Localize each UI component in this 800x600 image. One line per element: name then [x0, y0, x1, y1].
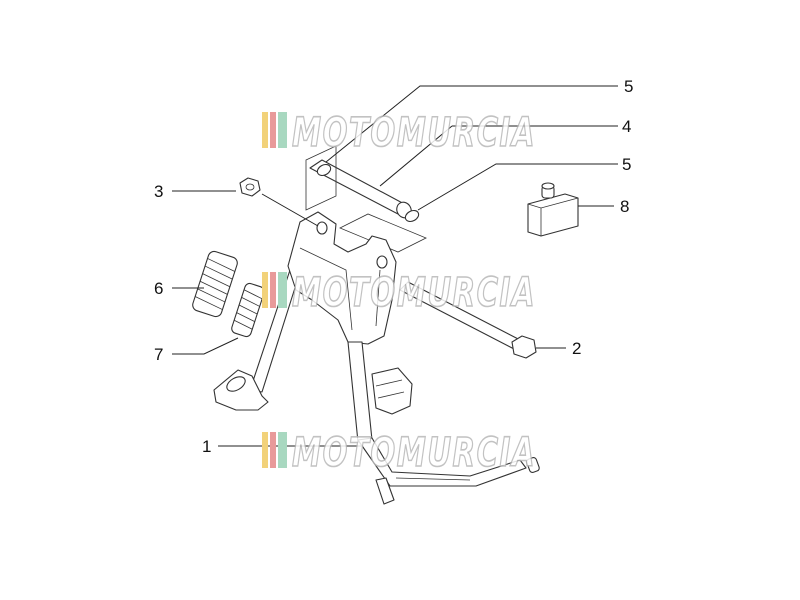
callout-4: 4: [622, 117, 631, 136]
part-5-o-ring-left: [316, 163, 332, 177]
callout-8: 8: [620, 197, 629, 216]
leader-lines: [172, 85, 618, 447]
callout-5-top: 5: [624, 77, 633, 96]
watermark-top: MOTOMURCIA: [262, 109, 536, 157]
watermark-stripe: [262, 112, 268, 148]
watermark-bottom: MOTOMURCIA: [262, 429, 536, 477]
part-6-spring: [192, 250, 238, 318]
watermark-stripe: [262, 272, 268, 308]
watermark-logo-text: MOTOMURCIA: [292, 270, 536, 316]
part-5-o-ring-right: [404, 209, 420, 223]
watermark-logo-text: MOTOMURCIA: [292, 110, 536, 156]
part-8-rubber-block: [527, 182, 579, 237]
watermark-middle: MOTOMURCIA: [262, 269, 536, 317]
part-2-bolt: [399, 281, 537, 359]
callout-labels: 5 4 5 3 8 6 2 7 1: [154, 77, 633, 456]
part-3-nut: [239, 177, 261, 197]
watermark-stripe: [278, 272, 287, 308]
watermark-stripe: [270, 112, 276, 148]
watermark-stripe: [278, 112, 287, 148]
callout-6: 6: [154, 279, 163, 298]
callout-7: 7: [154, 345, 163, 364]
watermark-stripe: [270, 272, 276, 308]
part-7-spring: [231, 282, 265, 338]
callout-5-right: 5: [622, 155, 631, 174]
watermark-stripe: [278, 432, 287, 468]
watermark-stripe: [270, 432, 276, 468]
part-1-centre-stand: [213, 211, 540, 505]
watermark-stripe: [262, 432, 268, 468]
callout-2: 2: [572, 339, 581, 358]
callout-1: 1: [202, 437, 211, 456]
watermark-logo-text: MOTOMURCIA: [292, 430, 536, 476]
callout-3: 3: [154, 182, 163, 201]
